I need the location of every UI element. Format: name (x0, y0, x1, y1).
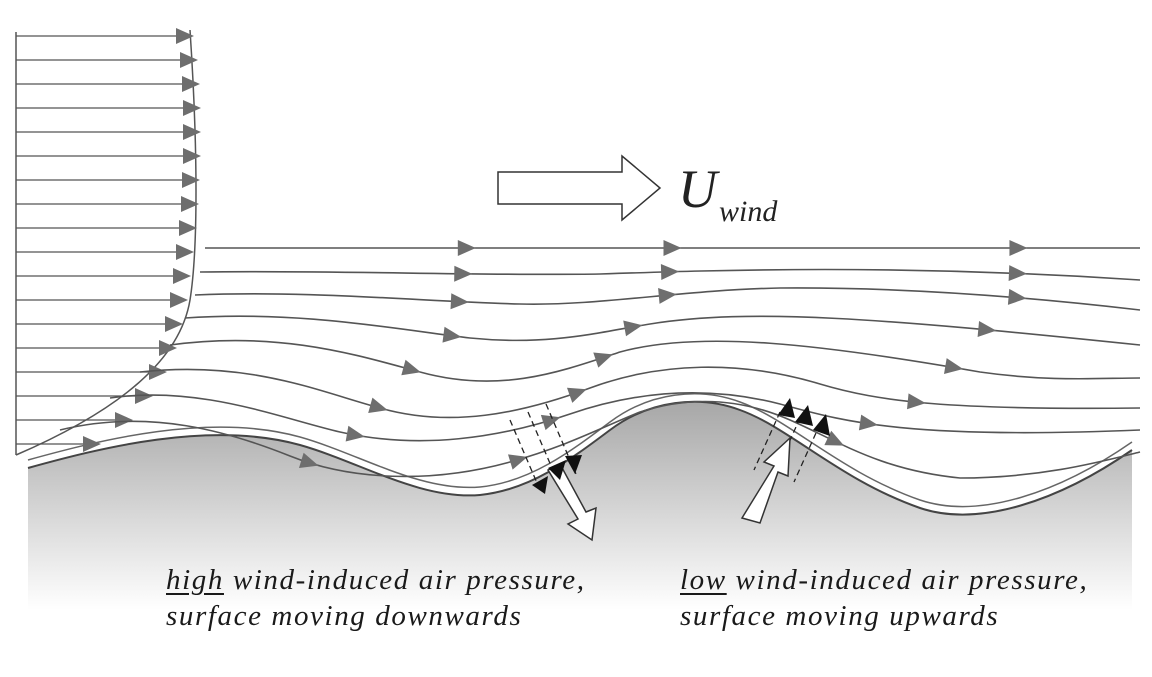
streamline-arrowhead (944, 358, 964, 374)
streamline-arrowhead (508, 454, 528, 470)
upward-motion-arrow (740, 436, 791, 524)
profile-arrowhead (149, 364, 167, 380)
pressure-arrowhead (778, 398, 795, 418)
low-line1-text: wind-induced air pressure, (726, 564, 1089, 596)
wind-subscript: wind (719, 195, 778, 228)
high-pressure-annotation: high wind-induced air pressure, surface … (166, 562, 586, 634)
wind-symbol: U (678, 159, 717, 219)
streamline-8 (59, 400, 1141, 479)
streamline-arrowhead (1008, 265, 1027, 282)
streamline-5 (169, 339, 1141, 382)
profile-arrowhead (180, 52, 198, 68)
pressure-arrowhead (795, 405, 813, 426)
profile-arrowhead (183, 100, 201, 116)
profile-arrowhead (182, 76, 200, 92)
dashed-line (793, 423, 821, 483)
streamline-arrowhead (566, 387, 587, 403)
profile-arrowhead (165, 316, 183, 332)
low-keyword: low (680, 564, 727, 596)
streamline-arrowhead (1009, 240, 1028, 256)
low-annotation-line2: surface moving upwards (680, 600, 1000, 632)
profile-arrowhead (183, 148, 201, 164)
streamline-arrowhead (660, 264, 680, 281)
streamline-arrowhead (623, 320, 643, 337)
profile-arrowhead (115, 412, 133, 428)
profile-arrowhead (176, 28, 194, 44)
streamlines (59, 247, 1141, 479)
dashed-line (753, 411, 781, 471)
streamline-arrowhead (401, 359, 421, 376)
streamline-arrowhead (824, 430, 845, 446)
velocity-profile (15, 29, 197, 456)
low-pressure-annotation: low wind-induced air pressure, surface m… (680, 562, 1088, 634)
profile-arrowhead (182, 172, 200, 188)
streamline-6 (139, 366, 1141, 419)
streamline-3 (194, 287, 1141, 311)
pressure-arrowhead (565, 455, 582, 474)
wind-velocity-label: Uwind (678, 158, 777, 229)
dashed-line (509, 419, 541, 491)
wave-surface-line (27, 400, 1133, 516)
downward-motion-arrow (546, 463, 597, 542)
high-pressure-marker (509, 403, 597, 542)
profile-arrows (16, 28, 201, 452)
high-keyword: high (166, 564, 224, 596)
streamline-arrowhead (442, 326, 462, 343)
pressure-arrowhead (813, 414, 830, 436)
profile-arrowhead (181, 196, 199, 212)
streamline-arrowhead (457, 240, 476, 256)
profile-arrowhead (183, 124, 201, 140)
profile-arrowhead (159, 340, 177, 356)
streamline-arrowhead (540, 414, 561, 431)
streamline-4 (184, 315, 1141, 346)
pressure-arrowhead (548, 460, 566, 480)
high-annotation-line2: surface moving downwards (166, 600, 523, 632)
streamline-2 (199, 268, 1141, 281)
streamline-arrowhead (658, 287, 677, 304)
streamline-arrowhead (977, 321, 997, 337)
profile-curve (15, 29, 197, 456)
streamline-arrowhead (368, 397, 388, 414)
profile-arrowhead (83, 436, 101, 452)
wave-surface-line-2 (27, 393, 1133, 508)
low-annotation-line1: low wind-induced air pressure, (680, 562, 1088, 598)
pressure-arrowhead (532, 476, 548, 494)
streamline-arrowhead (858, 414, 878, 431)
streamline-arrowhead (1007, 288, 1027, 305)
streamline-arrowhead (454, 265, 473, 282)
wind-direction-arrow (497, 154, 662, 222)
profile-arrowhead (135, 388, 153, 404)
high-annotation-line1: high wind-induced air pressure, (166, 562, 586, 598)
high-line1-text: wind-induced air pressure, (223, 564, 586, 596)
profile-arrowhead (170, 292, 188, 308)
profile-arrowhead (173, 268, 191, 284)
profile-arrowhead (176, 244, 194, 260)
streamline-arrowhead (298, 452, 319, 469)
stream-arrows (298, 240, 1028, 470)
streamline-arrowhead (593, 352, 613, 368)
profile-arrowhead (179, 220, 197, 236)
streamline-arrowhead (663, 240, 682, 256)
low-pressure-marker (740, 398, 830, 524)
streamline-arrowhead (906, 393, 926, 410)
streamline-arrowhead (345, 425, 365, 442)
streamline-arrowhead (450, 293, 469, 310)
